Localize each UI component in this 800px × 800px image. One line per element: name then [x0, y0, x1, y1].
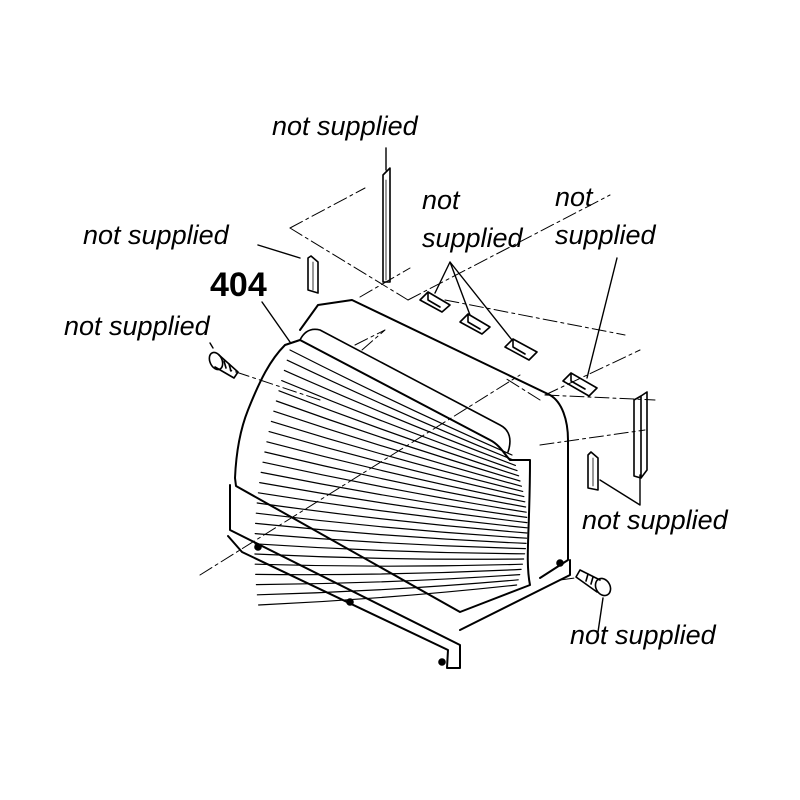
label-right-clip-line2: supplied [555, 220, 656, 250]
label-right-clip-line1: not [555, 182, 593, 212]
cover-back-panel [299, 299, 569, 579]
grille-rib [255, 512, 528, 539]
right-clip [562, 372, 598, 397]
grille-rib [255, 568, 522, 576]
grille-rib [289, 349, 513, 456]
leader-lines [209, 147, 641, 633]
label-mid-clips-line2: supplied [422, 223, 523, 253]
label-right-screw: not supplied [570, 620, 716, 650]
label-left-clip: not supplied [83, 220, 229, 250]
right-screw [575, 569, 612, 597]
grille-rib [266, 441, 526, 503]
grille-rib [273, 410, 522, 487]
label-right-studs: not supplied [582, 505, 728, 535]
top-stud [382, 167, 391, 283]
middle-clips [419, 291, 538, 361]
grille-rib [262, 461, 527, 513]
grille-rib [278, 390, 520, 477]
grille-rib [286, 359, 515, 461]
cover-base-plate [227, 484, 461, 669]
grille-rib [254, 533, 526, 550]
grille-rib [256, 579, 519, 596]
right-studs [633, 391, 648, 479]
label-top-stud: not supplied [272, 111, 418, 141]
left-screw [208, 351, 239, 379]
grille-rib [257, 492, 528, 529]
part-number-label: 404 [210, 266, 267, 304]
label-left-screw: not supplied [64, 311, 210, 341]
left-clip [307, 255, 319, 294]
grille-rib [264, 451, 527, 508]
grille-rib [268, 431, 525, 498]
grille-rib [254, 563, 523, 567]
grille-rib [260, 471, 528, 518]
grille-rib [255, 522, 527, 544]
grille-rib [275, 400, 521, 482]
label-mid-clips-line1: not [422, 185, 460, 215]
grille-rib [258, 584, 518, 606]
cover-front-outline [234, 339, 531, 613]
grille-rib [259, 482, 528, 524]
grille-rib [254, 543, 526, 555]
grille-rib [283, 369, 516, 466]
grille-rib [255, 574, 521, 586]
grille-rib [281, 380, 518, 472]
grille-rib [270, 420, 524, 492]
grille-rib [254, 553, 525, 560]
grille-ribs [254, 349, 528, 606]
right-small-clip [587, 451, 599, 491]
grille-rib [256, 502, 528, 534]
